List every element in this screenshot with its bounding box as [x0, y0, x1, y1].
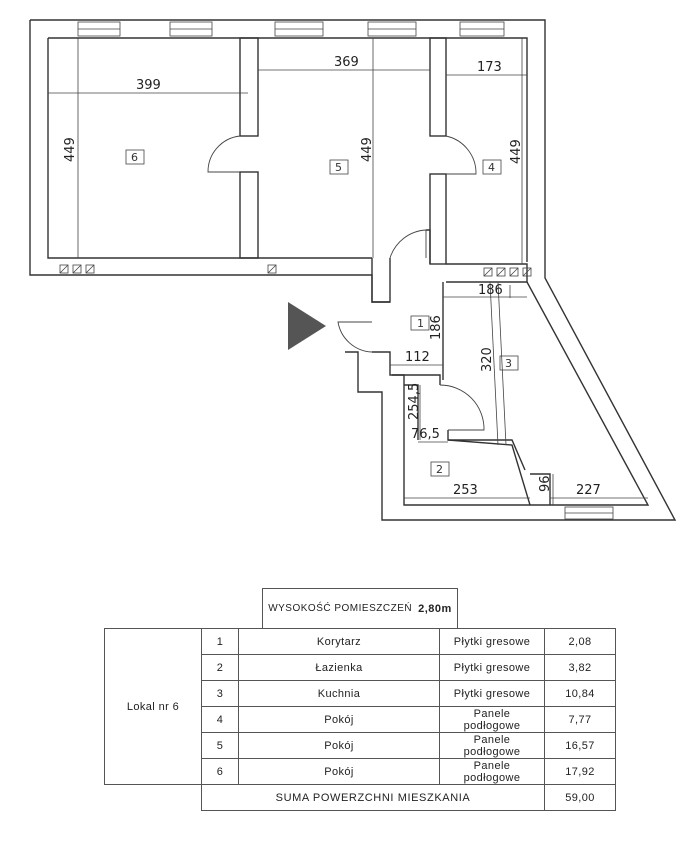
dim-399: 399: [136, 78, 161, 93]
room-area: 16,57: [544, 732, 616, 759]
entrance-arrow-icon: [288, 302, 326, 350]
floor-plan: 399 369 173 449 449 449 186 186 112 320 …: [29, 19, 677, 521]
room-name: Pokój: [238, 758, 440, 785]
dim-449-room6: 449: [63, 137, 78, 162]
row-number: 5: [201, 732, 239, 759]
room-area: 7,77: [544, 706, 616, 733]
sum-label: SUMA POWERZCHNI MIESZKANIA: [201, 784, 545, 811]
room-area: 17,92: [544, 758, 616, 785]
room-area: 3,82: [544, 654, 616, 681]
dim-76-5: 76,5: [411, 427, 440, 442]
table-row: 6 Pokój Panele podłogowe 17,92: [105, 758, 616, 785]
dim-227: 227: [576, 483, 601, 498]
room-tags: 6 5 4 1 3 2: [125, 149, 519, 477]
dimension-lines: [48, 38, 648, 505]
room-area-table: Lokal nr 6 1 Korytarz Płytki gresowe 2,0…: [104, 628, 616, 811]
sum-value: 59,00: [544, 784, 616, 811]
dim-112: 112: [405, 350, 430, 365]
dim-96: 96: [538, 475, 553, 492]
room-name: Łazienka: [238, 654, 440, 681]
dim-253: 253: [453, 483, 478, 498]
room-area: 2,08: [544, 628, 616, 655]
table-row: Lokal nr 6 1 Korytarz Płytki gresowe 2,0…: [104, 628, 616, 785]
row-number: 4: [201, 706, 239, 733]
room-height-value: 2,80m: [418, 602, 452, 615]
dim-173: 173: [477, 60, 502, 75]
dim-254-5: 254,5: [407, 383, 422, 420]
room-name: Pokój: [238, 732, 440, 759]
room-height-box: WYSOKOŚĆ POMIESZCZEŃ 2,80m: [262, 588, 458, 628]
room-name: Korytarz: [238, 628, 440, 655]
row-number: 1: [201, 628, 239, 655]
room-tag-3: 3: [505, 357, 512, 370]
row-number: 2: [201, 654, 239, 681]
row-number: 3: [201, 680, 239, 707]
dim-449-room5: 449: [360, 137, 375, 162]
interior-walls: [239, 37, 551, 506]
outer-walls: [29, 19, 677, 521]
room-material: Panele podłogowe: [439, 706, 545, 733]
sum-row: SUMA POWERZCHNI MIESZKANIA 59,00: [105, 784, 616, 811]
room-area: 10,84: [544, 680, 616, 707]
dim-369: 369: [334, 55, 359, 70]
room-tag-5: 5: [335, 161, 342, 174]
windows: [77, 21, 614, 520]
room-name: Kuchnia: [238, 680, 440, 707]
vent-symbols: [59, 264, 532, 277]
sum-spacer: [105, 785, 202, 811]
table-row: 3 Kuchnia Płytki gresowe 10,84: [105, 680, 616, 707]
room-material: Panele podłogowe: [439, 732, 545, 759]
dim-449-room4: 449: [509, 139, 524, 164]
doors: [207, 135, 485, 431]
room-tag-4: 4: [488, 161, 495, 174]
room-material: Płytki gresowe: [439, 628, 545, 655]
dim-320: 320: [480, 347, 495, 372]
dim-186-vertical: 186: [429, 315, 444, 340]
room-material: Płytki gresowe: [439, 680, 545, 707]
row-number: 6: [201, 758, 239, 785]
room-material: Płytki gresowe: [439, 654, 545, 681]
room-material: Panele podłogowe: [439, 758, 545, 785]
dim-186-horizontal: 186: [478, 283, 503, 298]
room-height-label: WYSOKOŚĆ POMIESZCZEŃ: [268, 603, 413, 614]
room-name: Pokój: [238, 706, 440, 733]
room-tag-2: 2: [436, 463, 443, 476]
room-tag-6: 6: [131, 151, 138, 164]
lokal-cell: Lokal nr 6: [104, 628, 202, 785]
room-tag-1: 1: [417, 317, 424, 330]
